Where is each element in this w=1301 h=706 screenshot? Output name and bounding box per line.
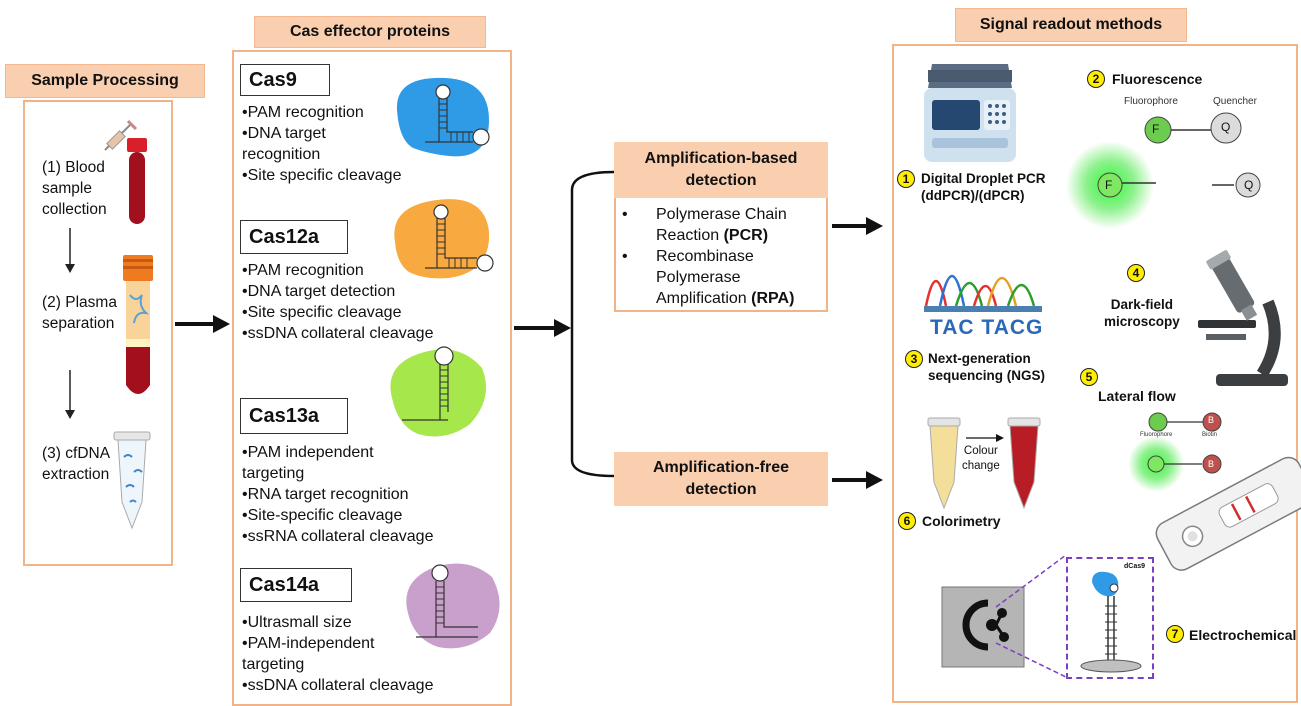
cas9-protein-icon bbox=[396, 77, 490, 157]
cas9-text: •PAM recognition •DNA target recognition… bbox=[242, 104, 402, 184]
arrow-cas-to-detection bbox=[514, 319, 571, 337]
cfdna-tube-icon bbox=[113, 431, 151, 530]
readout-num-2: 2 bbox=[1087, 70, 1105, 88]
fluorescence-label: Fluorescence bbox=[1112, 71, 1203, 87]
colorimetry-tubes-icon bbox=[927, 417, 1041, 510]
glow-f-text: F bbox=[1105, 178, 1113, 192]
lf-fluorophore-label: Fluorophore bbox=[1140, 432, 1173, 438]
dcas9-probe-icon bbox=[1080, 571, 1142, 673]
readout-num-4: 4 bbox=[1127, 264, 1145, 282]
cas13a-protein-icon bbox=[390, 346, 486, 437]
arrow-free-to-readout bbox=[832, 471, 883, 489]
ngs-sequence: TAC TACG bbox=[930, 316, 1044, 339]
sample-processing-header: Sample Processing bbox=[5, 64, 205, 98]
readout-num-3: 3 bbox=[905, 350, 923, 368]
detection-bracket bbox=[570, 170, 615, 478]
cas12a-text: •PAM recognition •DNA target detection •… bbox=[242, 262, 434, 342]
lateral-flow-strip-icon bbox=[1155, 456, 1301, 571]
lf-b-text-1: B bbox=[1208, 415, 1215, 425]
amp-pcr-text: Polymerase Chain Reaction (PCR) bbox=[656, 206, 787, 244]
cas9-label: Cas9 bbox=[240, 64, 330, 96]
plasma-tube-icon bbox=[123, 255, 153, 394]
ddpcr-label: Digital Droplet PCR(ddPCR)/(dPCR) bbox=[921, 171, 1046, 203]
syringe-icon bbox=[104, 119, 138, 151]
dcas9-label: dCas9 bbox=[1124, 563, 1146, 570]
readout-header: Signal readout methods bbox=[955, 8, 1187, 42]
quencher-label: Quencher bbox=[1213, 96, 1257, 107]
fluor-q-text: Q bbox=[1221, 120, 1231, 134]
electrochemical-label: Electrochemical bbox=[1189, 627, 1297, 643]
fluorophore-quencher-pair bbox=[1144, 112, 1242, 144]
fluorophore-label: Fluorophore bbox=[1124, 96, 1178, 107]
glow-q-text: Q bbox=[1244, 178, 1254, 192]
down-arrow-1 bbox=[65, 228, 75, 273]
lf-biotin-label: Biotin bbox=[1202, 432, 1218, 438]
cas13a-label: Cas13a bbox=[240, 398, 348, 434]
arrow-based-to-readout bbox=[832, 217, 883, 235]
readout-num-6: 6 bbox=[898, 512, 916, 530]
lf-b-text-2: B bbox=[1208, 459, 1215, 469]
amp-rpa-text: Recombinase Polymerase Amplification (RP… bbox=[656, 248, 795, 307]
microscope-icon bbox=[1198, 250, 1288, 386]
cas14a-protein-icon bbox=[406, 563, 500, 649]
step1-text: (1) Blood sample collection bbox=[42, 159, 107, 218]
readout-num-1: 1 bbox=[897, 170, 915, 188]
ngs-chromatogram-icon bbox=[924, 274, 1042, 312]
cas12a-label: Cas12a bbox=[240, 220, 348, 254]
glowing-fluorophore bbox=[1066, 141, 1261, 229]
arrow-sample-to-cas bbox=[175, 315, 230, 333]
cas12a-protein-icon bbox=[394, 199, 494, 279]
cas13a-text: •PAM independent targeting •RNA target r… bbox=[242, 444, 434, 545]
fluor-f-text: F bbox=[1152, 122, 1160, 136]
cas14a-text: •Ultrasmall size •PAM-independent target… bbox=[242, 614, 434, 694]
electrode-zoom-box bbox=[1066, 557, 1154, 679]
ddpcr-machine-icon bbox=[924, 64, 1016, 162]
cas14a-label: Cas14a bbox=[240, 568, 352, 602]
step3-text: (3) cfDNA extraction bbox=[42, 445, 111, 483]
amp-based-bullet-pcr: • bbox=[622, 206, 628, 223]
amp-based-bullet-rpa: • bbox=[622, 248, 628, 265]
blood-tube-icon bbox=[127, 138, 147, 224]
cas-header: Cas effector proteins bbox=[254, 16, 486, 48]
readout-num-7: 7 bbox=[1166, 625, 1184, 643]
lf-probe-pair bbox=[1148, 412, 1222, 432]
electrode-chip-icon bbox=[941, 554, 1067, 678]
down-arrow-2 bbox=[65, 370, 75, 419]
step2-text: (2) Plasma separation bbox=[42, 294, 117, 332]
lf-glowing-probe bbox=[1128, 436, 1222, 492]
colorimetry-label: Colorimetry bbox=[922, 513, 1001, 529]
readout-num-5: 5 bbox=[1080, 368, 1098, 386]
lateral-flow-label: Lateral flow bbox=[1098, 388, 1176, 404]
